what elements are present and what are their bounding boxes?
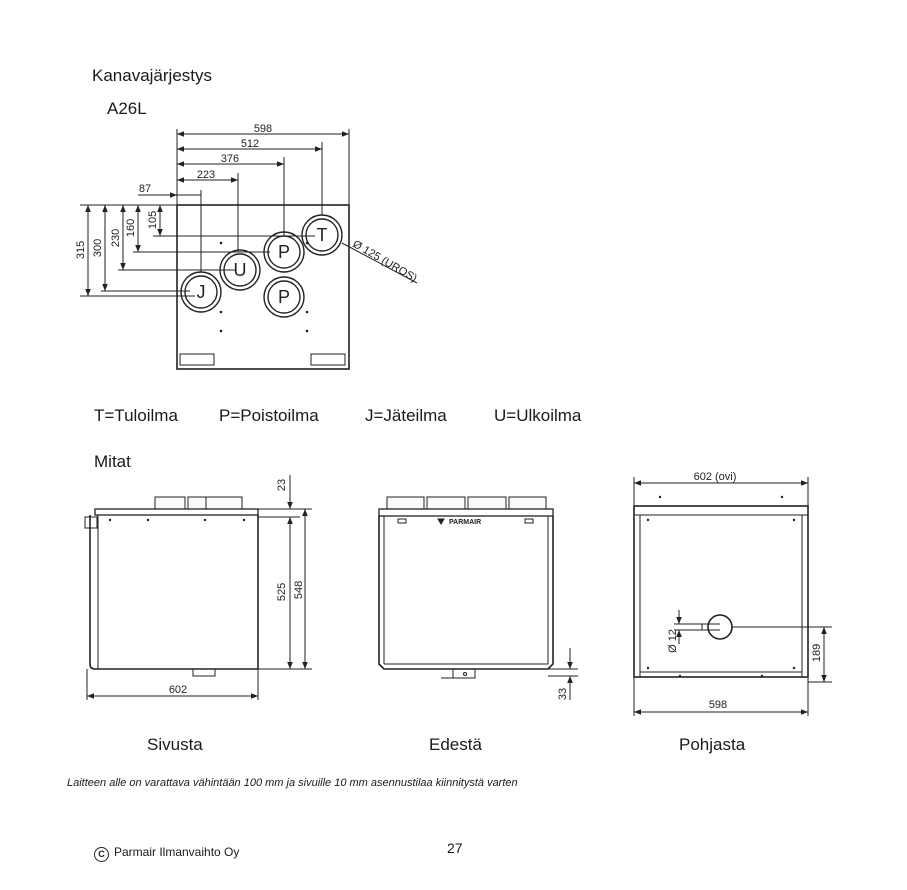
dim-33: 33 bbox=[557, 688, 569, 700]
port-u bbox=[219, 249, 261, 291]
footer: C Parmair Ilmanvaihto Oy bbox=[94, 845, 239, 862]
dim-315: 315 bbox=[75, 241, 87, 259]
dim-223: 223 bbox=[197, 169, 215, 181]
port-label-p-lower: P bbox=[278, 287, 290, 307]
top-view-slot-left bbox=[179, 353, 215, 366]
port-label-j: J bbox=[197, 282, 206, 302]
top-view-slot-right bbox=[310, 353, 346, 366]
dim-598: 598 bbox=[254, 123, 272, 135]
dim-602-side: 602 bbox=[169, 684, 187, 696]
legend-t: T=Tuloilma bbox=[94, 406, 178, 425]
dims-title: Mitat bbox=[94, 452, 131, 471]
view-label-bottom: Pohjasta bbox=[679, 735, 746, 754]
dim-diameter-125: Ø 125 (UROS) bbox=[351, 238, 419, 284]
model-title: A26L bbox=[107, 99, 147, 118]
legend-u: U=Ulkoilma bbox=[494, 406, 582, 425]
dim-87: 87 bbox=[139, 183, 151, 195]
view-label-side: Sivusta bbox=[147, 735, 203, 754]
dim-300: 300 bbox=[92, 239, 104, 257]
front-view-drawing bbox=[378, 496, 578, 700]
port-label-p-upper: P bbox=[278, 242, 290, 262]
brand-label: PARMAIR bbox=[449, 519, 481, 526]
top-view-outline bbox=[176, 204, 350, 370]
dim-512: 512 bbox=[241, 138, 259, 150]
dim-23: 23 bbox=[276, 479, 288, 491]
dim-602-ovi: 602 (ovi) bbox=[694, 471, 737, 483]
port-label-u: U bbox=[234, 260, 247, 280]
section-title: Kanavajärjestys bbox=[92, 66, 213, 85]
dim-diameter-12: Ø 12 bbox=[667, 629, 679, 653]
port-j bbox=[180, 271, 222, 313]
dim-525: 525 bbox=[276, 583, 288, 601]
dim-105: 105 bbox=[147, 211, 159, 229]
installation-note: Laitteen alle on varattava vähintään 100… bbox=[67, 777, 518, 789]
legend-p: P=Poistoilma bbox=[219, 406, 319, 425]
port-t bbox=[301, 214, 343, 256]
bottom-view-drawing bbox=[633, 477, 832, 716]
copyright-icon: C bbox=[94, 847, 109, 862]
footer-company: Parmair Ilmanvaihto Oy bbox=[114, 845, 240, 859]
view-label-front: Edestä bbox=[429, 735, 482, 754]
page-number: 27 bbox=[447, 840, 463, 856]
dim-548: 548 bbox=[293, 581, 305, 599]
top-view-drawing bbox=[80, 129, 418, 370]
dim-189: 189 bbox=[811, 644, 823, 662]
legend-j: J=Jäteilma bbox=[365, 406, 447, 425]
dim-598-bottom: 598 bbox=[709, 699, 727, 711]
dim-376: 376 bbox=[221, 153, 239, 165]
port-label-t: T bbox=[317, 225, 328, 245]
dim-230: 230 bbox=[110, 229, 122, 247]
port-p-lower bbox=[263, 276, 305, 318]
dim-160: 160 bbox=[125, 219, 137, 237]
port-p-upper bbox=[263, 231, 305, 273]
side-view-drawing bbox=[84, 475, 312, 700]
